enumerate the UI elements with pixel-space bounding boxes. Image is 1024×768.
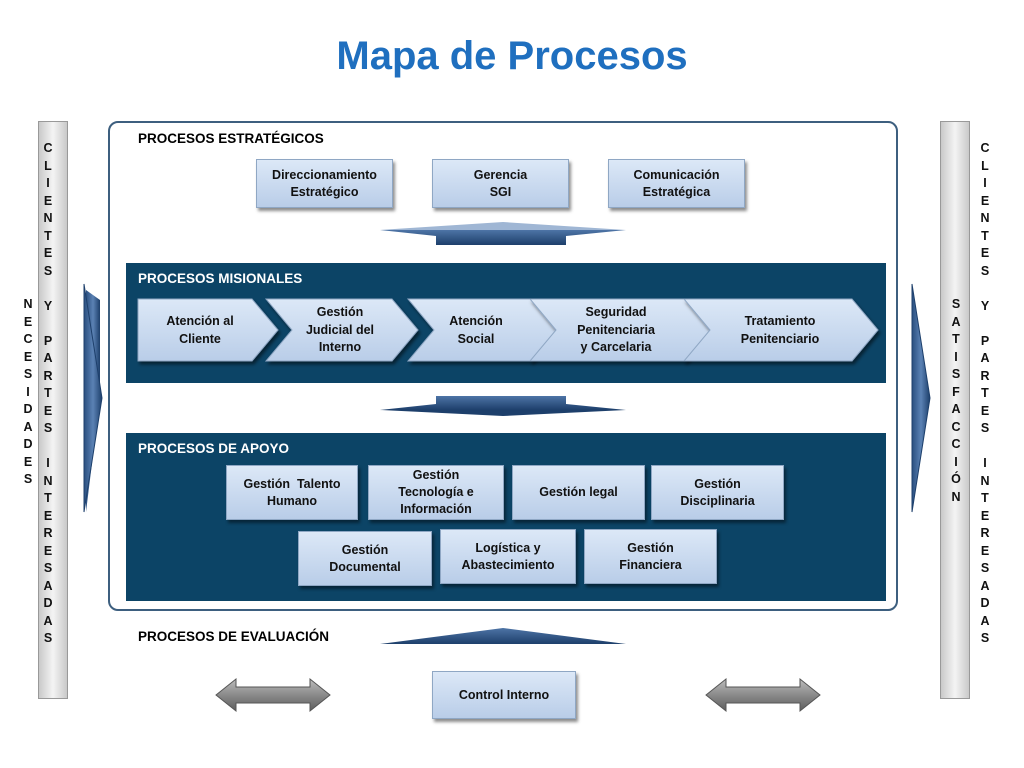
evaluation-item: Control Interno	[432, 671, 576, 719]
right-stakeholders-text: C L I E N T E S Y P A R T E S I N T E R …	[980, 141, 990, 645]
support-item: Logística y Abastecimiento	[440, 529, 576, 584]
support-item: Gestión Disciplinaria	[651, 465, 784, 520]
support-item: Gestión Financiera	[584, 529, 717, 584]
page-title: Mapa de Procesos	[336, 34, 688, 78]
strategic-item: Gerencia SGI	[432, 159, 569, 208]
support-item: Gestión legal	[512, 465, 645, 520]
left-stakeholders-text: C L I E N T E S Y P A R T E S I N T E R …	[43, 141, 53, 645]
missional-item-label: Atención Social	[449, 314, 503, 346]
right-stakeholders-bar	[940, 121, 970, 699]
left-stakeholders-bar	[38, 121, 68, 699]
missional-chevron	[137, 298, 279, 362]
right-output-arrow-icon	[911, 283, 931, 513]
right-double-arrow-icon	[705, 677, 821, 713]
support-item: Gestión Documental	[298, 531, 432, 586]
left-double-arrow-icon	[215, 677, 331, 713]
missional-item-label: Seguridad Penitenciaria y Carcelaria	[577, 305, 655, 354]
missional-item-label: Tratamiento Penitenciario	[740, 314, 820, 346]
strategic-item: Comunicación Estratégica	[608, 159, 745, 208]
strategic-item: Direccionamiento Estratégico	[256, 159, 393, 208]
left-needs-text: N E C E S I D A D E S	[23, 297, 33, 486]
missional-chevron	[682, 298, 879, 362]
support-item: Gestión Talento Humano	[226, 465, 358, 520]
right-satisfaction-text: S A T I S F A C C I Ó N	[951, 297, 961, 504]
support-label: PROCESOS DE APOYO	[138, 441, 290, 456]
evaluation-label: PROCESOS DE EVALUACIÓN	[138, 629, 330, 644]
missional-label: PROCESOS MISIONALES	[138, 271, 303, 286]
missional-item-label: Gestión Judicial del Interno	[305, 305, 375, 354]
missional-chevron	[264, 298, 419, 362]
support-item: Gestión Tecnología e Información	[368, 465, 504, 520]
up-arrow-icon	[380, 396, 626, 410]
down-arrow-icon	[380, 230, 626, 245]
strategic-label: PROCESOS ESTRATÉGICOS	[138, 131, 324, 146]
up-arrow-eval-icon	[380, 628, 626, 644]
missional-item-label: Atención al Cliente	[166, 314, 234, 346]
